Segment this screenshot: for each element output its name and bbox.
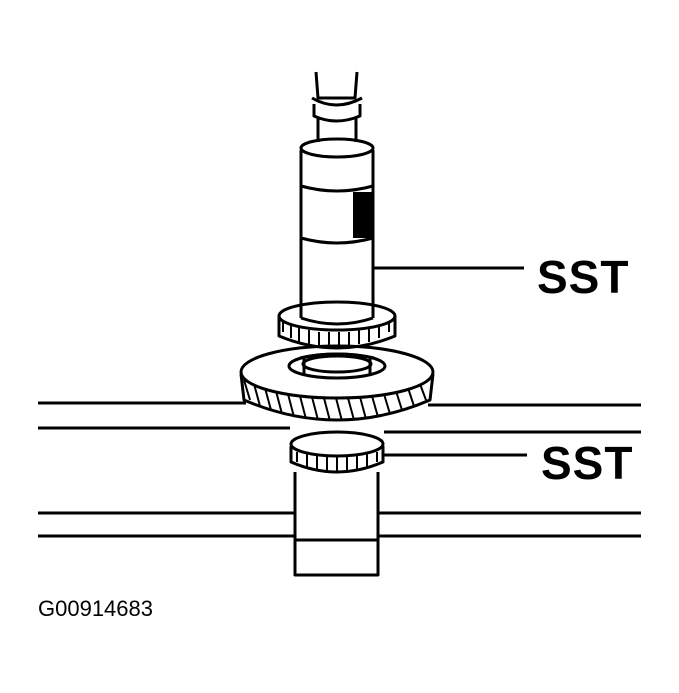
lower-sst-ring [289,430,385,474]
lower-sst-label: SST [541,437,634,489]
helical-gear [239,344,435,422]
press-bed-lower [38,511,641,538]
upper-sst-label: SST [537,251,630,303]
figure-id: G00914683 [38,596,153,621]
press-bed-upper [38,401,641,434]
press-ram [311,71,363,142]
inner-bearing [299,352,375,374]
upper-sst-tool [299,137,375,326]
lower-support-tube [293,472,380,577]
upper-ring-gear [277,300,397,350]
